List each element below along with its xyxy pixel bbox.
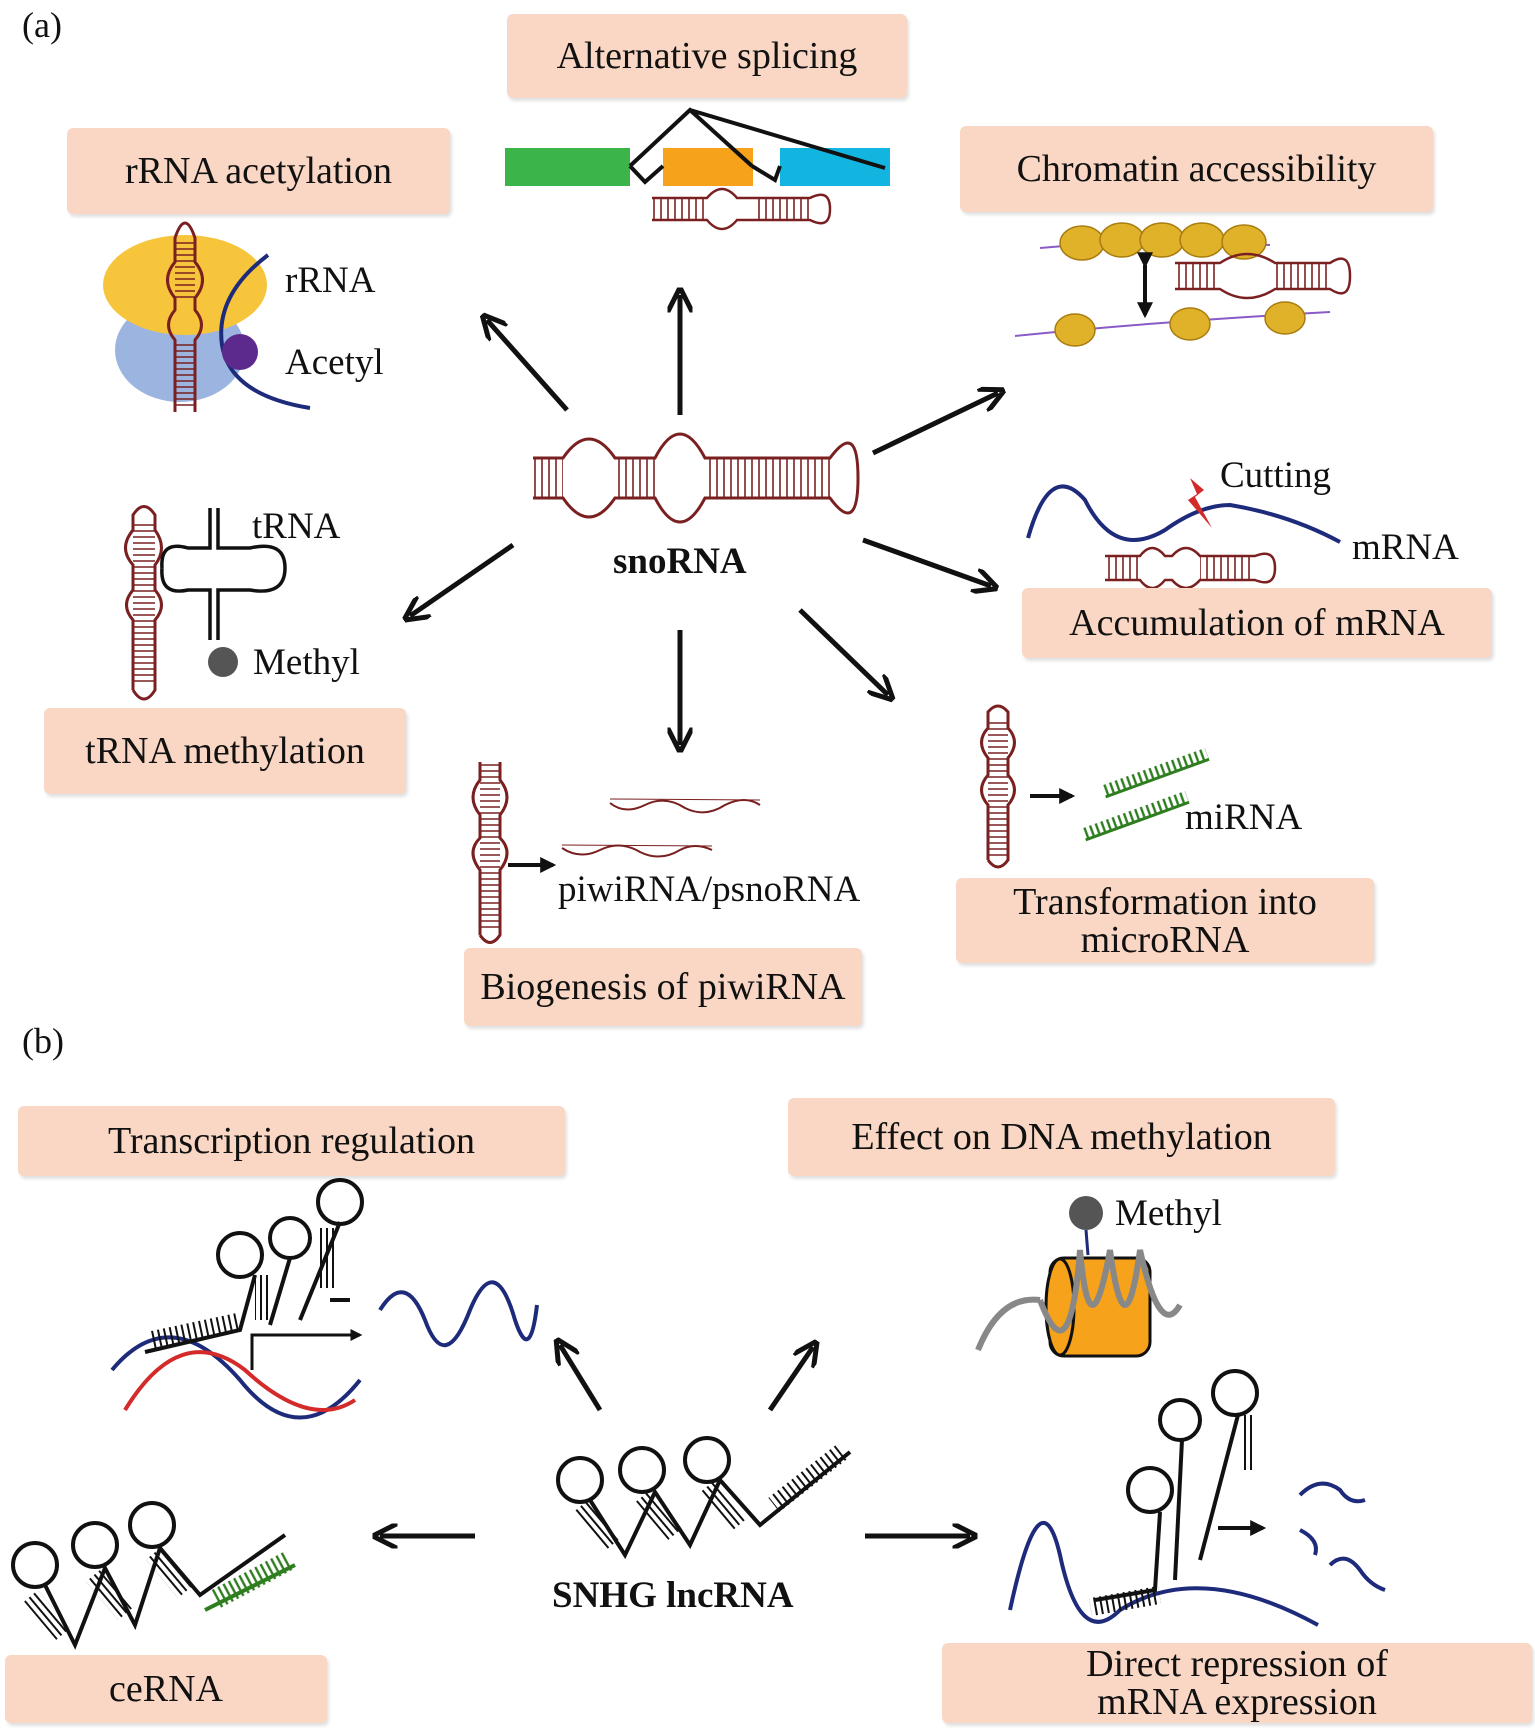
snhg-arrows <box>380 1345 970 1536</box>
trna-label: tRNA <box>252 506 341 547</box>
snhg-structure <box>556 1436 852 1560</box>
splicing-illustration <box>505 107 890 231</box>
box-alternative-splicing: Alternative splicing <box>507 14 907 98</box>
piwirna-psnorna-label: piwiRNA/psnoRNA <box>558 869 861 910</box>
mirna-label: miRNA <box>1185 797 1303 838</box>
panel-label-b: (b) <box>22 1021 64 1061</box>
box-transformation-into-microrna: Transformation into microRNA <box>956 878 1374 963</box>
snorna-arrows <box>410 295 998 745</box>
box-transcription-regulation: Transcription regulation <box>18 1106 565 1176</box>
box-rrna-acetylation: rRNA acetylation <box>67 128 450 214</box>
box-transformation-line-1: Transformation into <box>1013 880 1317 923</box>
snhg-lncrna-label: SNHG lncRNA <box>552 1575 794 1616</box>
methyl-label-b: Methyl <box>1115 1193 1222 1234</box>
cerna-illustration <box>11 1501 296 1650</box>
piwirna-illustration <box>471 762 761 944</box>
box-trna-methylation: tRNA methylation <box>44 708 406 794</box>
snorna-structure <box>533 432 860 524</box>
box-repression-line-2: mRNA expression <box>1097 1681 1377 1723</box>
box-transformation-line-2: microRNA <box>1080 918 1250 961</box>
mrna-label: mRNA <box>1352 527 1459 568</box>
box-cerna: ceRNA <box>5 1655 327 1723</box>
ribosome-illustration <box>103 221 311 412</box>
box-accumulation-of-mrna: Accumulation of mRNA <box>1022 588 1492 658</box>
repression-illustration <box>1008 1369 1386 1627</box>
snorna-label: snoRNA <box>613 541 747 582</box>
dna-methylation-illustration <box>975 1196 1183 1358</box>
box-chromatin-accessibility: Chromatin accessibility <box>960 126 1433 212</box>
chromatin-illustration <box>1014 222 1352 347</box>
trna-illustration <box>124 505 287 701</box>
box-direct-repression: Direct repression of mRNA expression <box>942 1643 1532 1723</box>
acetyl-label: Acetyl <box>285 342 384 383</box>
box-repression-line-1: Direct repression of <box>1086 1643 1388 1685</box>
transcription-illustration <box>110 1178 539 1420</box>
box-effect-on-dna-methylation: Effect on DNA methylation <box>788 1098 1335 1176</box>
methyl-label-a: Methyl <box>253 642 360 683</box>
rrna-label: rRNA <box>285 260 376 301</box>
panel-label-a: (a) <box>22 5 62 45</box>
cutting-label: Cutting <box>1220 455 1332 496</box>
mrna-cutting-illustration <box>1026 478 1341 590</box>
mirna-illustration <box>980 704 1210 869</box>
box-biogenesis-of-piwirna: Biogenesis of piwiRNA <box>464 948 862 1026</box>
